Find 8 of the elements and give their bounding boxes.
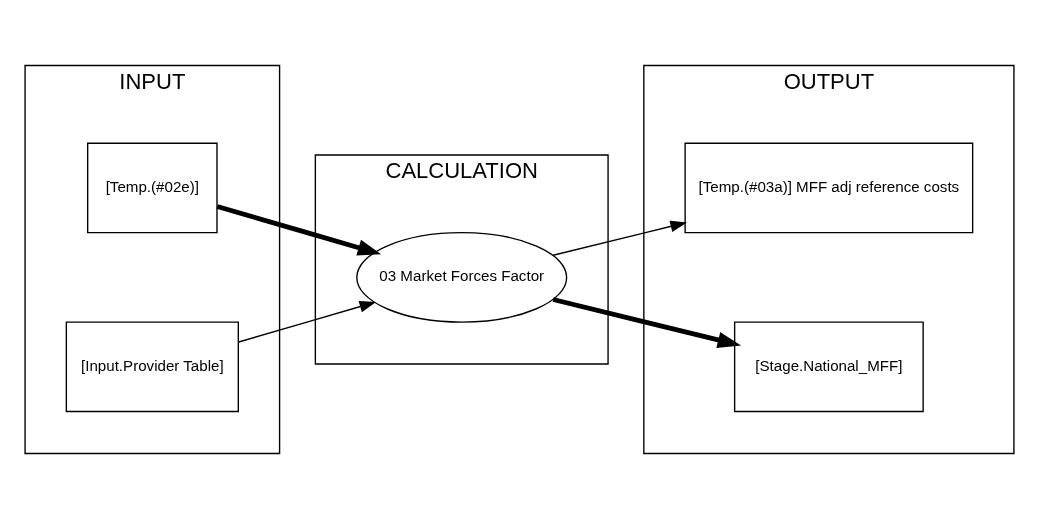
arrow — [216, 203, 382, 256]
node-box: [Temp.(#02e)] — [87, 142, 218, 233]
arrow — [552, 220, 687, 256]
node-box: [Stage.National_MFF] — [733, 320, 924, 412]
arrow — [552, 296, 742, 348]
node-box: [Temp.(#03a)] MFF adj reference costs — [684, 142, 974, 233]
arrow — [238, 300, 377, 343]
node-box: [Input.Provider Table] — [65, 320, 239, 412]
